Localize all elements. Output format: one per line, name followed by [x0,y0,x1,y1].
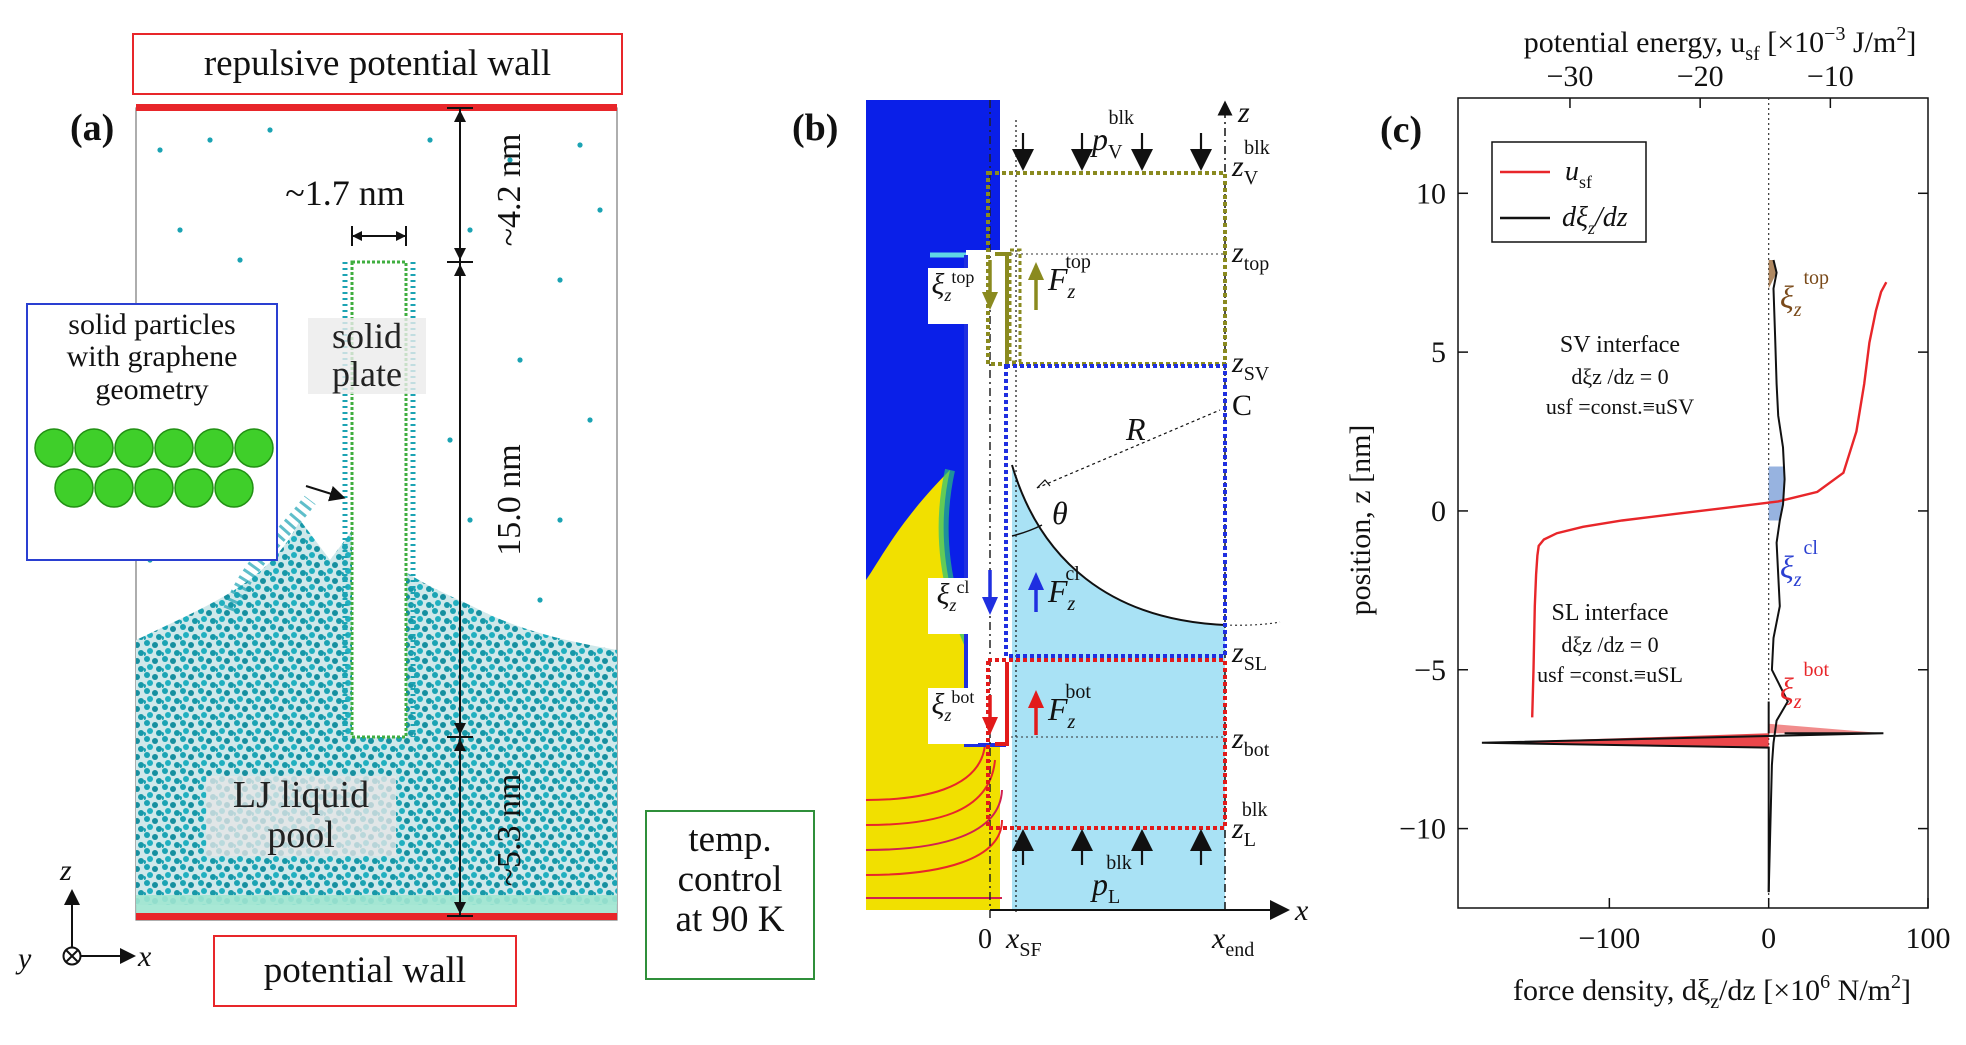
f-top: Fztop [1047,251,1091,303]
f-cl: Fzcl [1047,563,1080,615]
c-xi-cl: ξzcl [1780,537,1818,591]
c-xi-top: ξztop [1780,267,1829,321]
y-tick-label: 5 [1431,336,1446,369]
svg-text:dξz /dz = 0: dξz /dz = 0 [1571,364,1668,389]
x-tick-label: 100 [1906,922,1951,955]
b-axis-x: x [1294,894,1309,927]
panel-c-chart: −100 0 100 −30 −20 −10 −10 −5 0 5 10 (c) potential… [1344,23,1951,1013]
potential-wall [136,913,617,920]
cl-control-volume [1004,364,1227,658]
panel-a: z x y ~4.2 nm 15.0 nm ~5.3 nm ~1.7 nm (a… [0,0,815,1045]
panel-b: (b) z x 0 xSF xend R θ C zVblk ztop zSV … [780,0,1340,1045]
legend: usf dξz/dz [1491,141,1647,243]
z-bot: zbot [1231,722,1270,761]
x-tick-label: 0 [1761,922,1776,955]
c-xi-bot: ξzbot [1780,659,1830,713]
xi-bot-fill-right [1768,723,1884,734]
z-l-blk: zLblk [1231,799,1267,851]
z-sl: zSL [1231,636,1267,675]
f-bot: Fzbot [1047,681,1091,733]
plate-width-label: ~1.7 nm [285,173,404,213]
y-axis-title: position, z [nm] [1344,425,1377,616]
gap-bottom-label: ~5.3 nm [491,774,528,887]
temperature-control-layer [136,895,617,915]
panel-a-label: (a) [70,107,114,149]
z-top: ztop [1231,236,1269,275]
sl-annotation: SL interface dξz /dz = 0 usf =const.≡uSL [1537,600,1683,687]
temp-control-box: temp. control at 90 K [645,810,815,980]
y-tick-label: 0 [1431,495,1446,528]
sv-annotation: SV interface dξz /dz = 0 usf =const.≡uSV [1546,332,1694,419]
y-tick-label: −5 [1414,654,1446,687]
b-x-end: xend [1211,922,1254,961]
b-x-sf: xSF [1005,922,1042,961]
legend-usf: usf [1565,156,1592,192]
dxi-spike-line [1481,732,1884,893]
xi-cl-fill [1768,466,1785,521]
bottom-wall-label: potential wall [213,935,517,1007]
svg-text:usf =const.≡uSL: usf =const.≡uSL [1537,662,1683,687]
xi-top-chip: ξztop [928,267,978,324]
xi-bot-chip: ξzbot [928,687,978,744]
b-axis-z: z [1237,96,1250,129]
gap-top-label: ~4.2 nm [491,134,528,247]
bottom-axis-title: force density, dξz/dz [×106 N/m2] [1513,971,1911,1013]
x2-tick-label: −20 [1677,60,1724,93]
svg-text:SL interface: SL interface [1551,600,1668,626]
liquid-pool-label: LJ liquid pool [206,775,396,856]
axis-x-label: x [137,940,152,973]
axis-y-label: y [15,942,32,975]
repulsive-wall [136,104,617,111]
meniscus [1011,464,1226,626]
top-control-volume [986,171,1227,366]
panel-b-figure: (b) z x 0 xSF xend R θ C zVblk ztop zSV … [792,96,1309,961]
z-sv: zSV [1231,346,1270,385]
x-tick-label: −100 [1578,922,1640,955]
b-radius-label: R [1125,411,1146,447]
solid-particles-box: solid particles with graphene geometry [26,303,278,561]
axis-z-label: z [59,854,72,887]
solid-plate-label: solid plate [308,317,426,394]
x2-tick-label: −30 [1547,60,1594,93]
svg-text:dξz /dz = 0: dξz /dz = 0 [1561,632,1658,657]
liquid-region [1012,465,1225,910]
top-wall-label: repulsive potential wall [132,33,623,95]
svg-text:SV interface: SV interface [1560,332,1680,358]
xi-cl-chip: ξzcl [928,577,978,634]
svg-text:usf =const.≡uSV: usf =const.≡uSV [1546,394,1694,419]
graphene-icon [34,428,274,508]
panel-b-label: (b) [792,107,838,149]
y-tick-label: 10 [1416,177,1446,210]
panel-c-label: (c) [1380,109,1422,151]
panel-c: −100 0 100 −30 −20 −10 −10 −5 0 5 10 (c) potential… [1340,0,1966,1045]
x2-tick-label: −10 [1807,60,1854,93]
plate-height-label: 15.0 nm [491,444,528,555]
b-contact-point: C [1232,389,1252,422]
y-tick-label: −10 [1399,813,1446,846]
p-liquid: pLblk [1090,852,1132,908]
b-z-labels: zVblk ztop zSV zSL zbot zLblk [1231,137,1270,851]
usf-line [1531,281,1888,718]
b-x-zero: 0 [978,924,992,955]
z-v-blk: zVblk [1231,137,1270,189]
b-angle-label: θ [1052,495,1068,531]
legend-dxi: dξz/dz [1562,202,1628,238]
top-axis-title: potential energy, usf [×10−3 J/m2] [1524,23,1917,65]
p-vapor: pVblk [1090,107,1134,163]
